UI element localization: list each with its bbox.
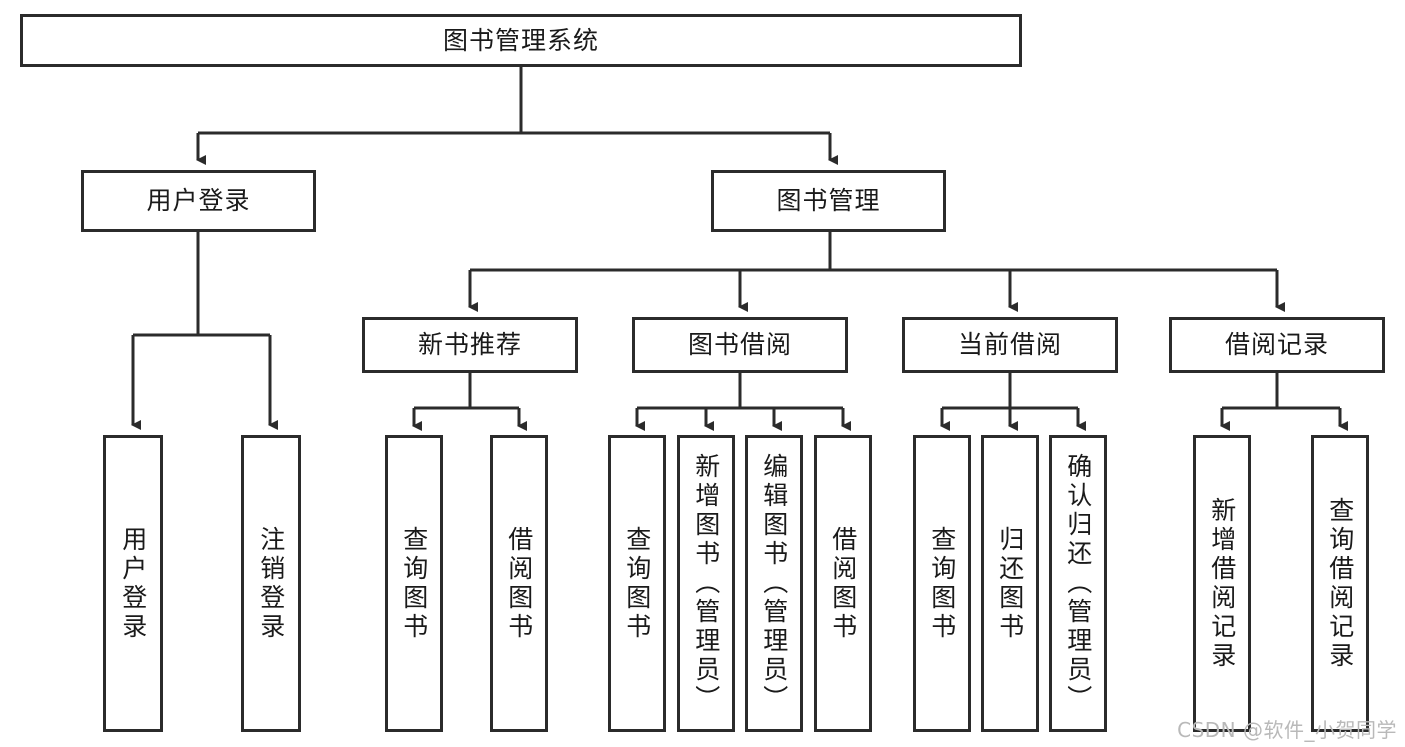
node-leaf-newbook-borrow-label: 借阅图书 <box>504 525 534 642</box>
node-leaf-logout-label: 注销登录 <box>256 525 286 642</box>
csdn-watermark: CSDN @软件_小贺同学 <box>1177 718 1397 742</box>
node-leaf-borrow-book[interactable]: 借阅图书 <box>814 435 872 732</box>
node-leaf-borrow-edit-label: 编辑图书（管理员） <box>759 453 789 714</box>
node-leaf-current-query-label: 查询图书 <box>927 525 957 642</box>
node-leaf-current-confirm-label: 确认归还（管理员） <box>1063 453 1093 714</box>
node-book-borrow[interactable]: 图书借阅 <box>632 317 848 373</box>
node-leaf-newbook-query[interactable]: 查询图书 <box>385 435 443 732</box>
node-current-borrow[interactable]: 当前借阅 <box>902 317 1118 373</box>
node-borrow-record-label: 借阅记录 <box>1224 330 1329 360</box>
node-book-manage[interactable]: 图书管理 <box>711 170 946 232</box>
node-leaf-user-login[interactable]: 用户登录 <box>103 435 163 732</box>
node-current-borrow-label: 当前借阅 <box>957 330 1062 360</box>
node-leaf-record-add[interactable]: 新增借阅记录 <box>1193 435 1251 732</box>
node-leaf-record-query-label: 查询借阅记录 <box>1325 496 1355 671</box>
node-leaf-borrow-query[interactable]: 查询图书 <box>608 435 666 732</box>
node-leaf-borrow-add[interactable]: 新增图书（管理员） <box>677 435 735 732</box>
node-leaf-logout[interactable]: 注销登录 <box>241 435 301 732</box>
node-root-label: 图书管理系统 <box>442 25 599 55</box>
node-leaf-current-return[interactable]: 归还图书 <box>981 435 1039 732</box>
node-borrow-record[interactable]: 借阅记录 <box>1169 317 1385 373</box>
node-new-book[interactable]: 新书推荐 <box>362 317 578 373</box>
node-book-manage-label: 图书管理 <box>776 186 881 216</box>
node-leaf-borrow-add-label: 新增图书（管理员） <box>691 453 721 714</box>
node-book-borrow-label: 图书借阅 <box>687 330 792 360</box>
node-leaf-current-confirm[interactable]: 确认归还（管理员） <box>1049 435 1107 732</box>
node-leaf-borrow-edit[interactable]: 编辑图书（管理员） <box>745 435 803 732</box>
node-leaf-current-query[interactable]: 查询图书 <box>913 435 971 732</box>
node-leaf-borrow-query-label: 查询图书 <box>622 525 652 642</box>
node-leaf-borrow-book-label: 借阅图书 <box>828 525 858 642</box>
node-new-book-label: 新书推荐 <box>417 330 522 360</box>
node-leaf-current-return-label: 归还图书 <box>995 525 1025 642</box>
node-leaf-newbook-borrow[interactable]: 借阅图书 <box>490 435 548 732</box>
node-leaf-record-query[interactable]: 查询借阅记录 <box>1311 435 1369 732</box>
node-leaf-newbook-query-label: 查询图书 <box>399 525 429 642</box>
node-user-login[interactable]: 用户登录 <box>81 170 316 232</box>
node-leaf-record-add-label: 新增借阅记录 <box>1207 496 1237 671</box>
node-root[interactable]: 图书管理系统 <box>20 14 1022 67</box>
node-user-login-label: 用户登录 <box>146 186 251 216</box>
node-leaf-user-login-label: 用户登录 <box>118 525 148 642</box>
